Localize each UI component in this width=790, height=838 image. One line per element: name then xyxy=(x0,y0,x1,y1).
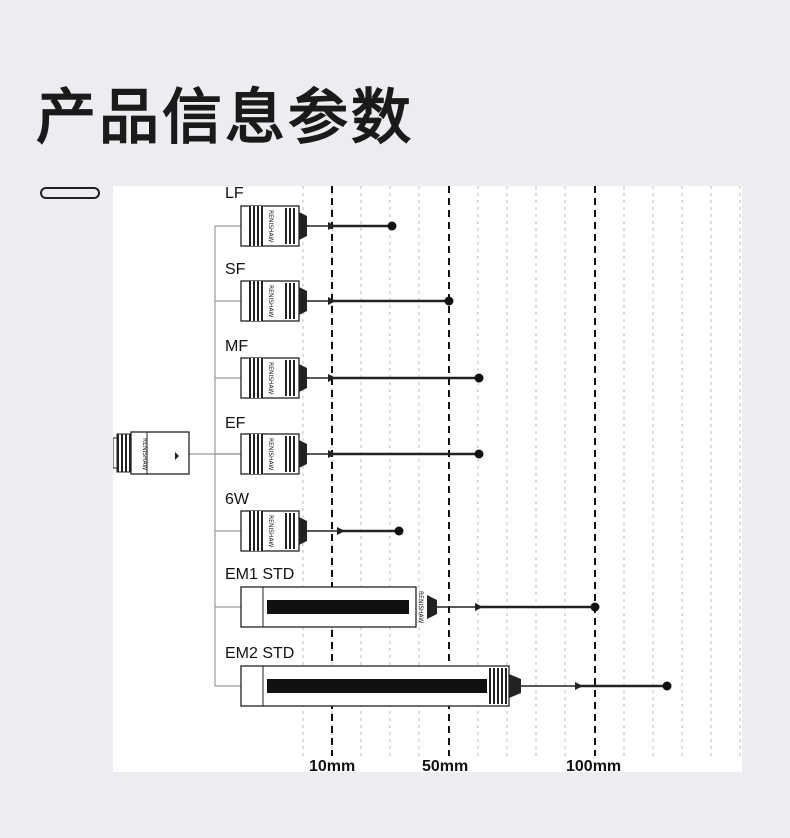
probe-brand-text-6w: RENISHAW xyxy=(267,515,274,547)
page-title: 产品信息参数 xyxy=(36,83,414,153)
probe-em2-std: EM2 STD xyxy=(225,645,672,707)
probe-label-sf: SF xyxy=(225,261,246,278)
probe-label-lf: LF xyxy=(225,186,244,202)
probe-brand-text-mf: RENISHAW xyxy=(267,362,274,394)
probe-em1-std: EM1 STD RENISHAW xyxy=(225,566,600,628)
scale-label-50mm: 50mm xyxy=(422,758,468,772)
probe-brand-text-sf: RENISHAW xyxy=(267,285,274,317)
probe-label-ef: EF xyxy=(225,415,246,432)
probe-label-em2-std: EM2 STD xyxy=(225,645,294,662)
probe-length-diagram: RENISHAW LF RENISHAW SF RENISHAW xyxy=(113,186,742,772)
probe-interface: RENISHAW xyxy=(113,431,190,475)
interface-brand-text: RENISHAW xyxy=(141,438,148,470)
probe-label-mf: MF xyxy=(225,338,248,355)
probe-brand-text-ef: RENISHAW xyxy=(267,438,274,470)
probe-mf: MF RENISHAW xyxy=(225,338,484,399)
probe-label-6w: 6W xyxy=(225,491,250,508)
probe-sf: SF RENISHAW xyxy=(225,261,454,322)
reference-lines xyxy=(302,186,741,756)
probe-6w: 6W RENISHAW xyxy=(225,491,404,552)
probe-ef: EF RENISHAW xyxy=(225,415,484,475)
tree-connector xyxy=(189,225,241,687)
title-underline-pill xyxy=(40,187,100,199)
scale-label-100mm: 100mm xyxy=(566,758,621,772)
probe-brand-text-lf: RENISHAW xyxy=(267,210,274,242)
scale-label-10mm: 10mm xyxy=(309,758,355,772)
probe-label-em1-std: EM1 STD xyxy=(225,566,294,583)
probe-lf: LF RENISHAW xyxy=(225,186,397,247)
probe-brand-text-em1: RENISHAW xyxy=(417,591,424,623)
